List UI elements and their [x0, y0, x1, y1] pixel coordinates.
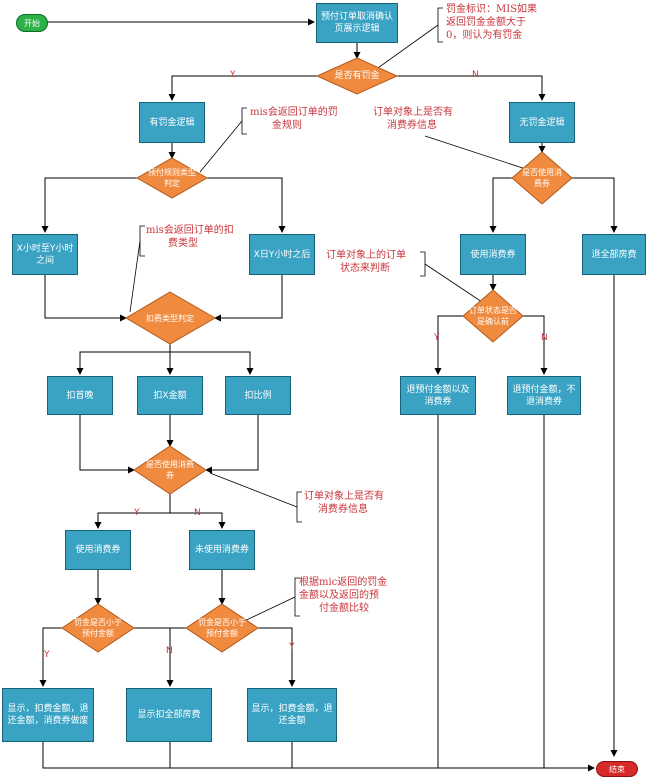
deduct-first-night-text: 扣首晚 — [66, 390, 94, 401]
show-result-b-text: 显示扣全部房费 — [137, 710, 201, 720]
not-use-coupon-text: 未使用消费券 — [194, 545, 249, 555]
refund-prepaid-no-coupon-text: 退预付金额，不退消费券 — [512, 384, 576, 407]
deduct-x-amount-box: 扣X金额 — [137, 376, 203, 415]
has-fine-decision: 是否有罚金 — [322, 66, 392, 86]
note-mis-deduct-type-line1: mis会返回订单的扣 — [146, 225, 234, 236]
start-label: 开始 — [24, 18, 40, 28]
note-fine-flag-line2: 返回罚金金额大于 — [446, 17, 526, 28]
note-mis-deduct-type-line2: 费类型 — [168, 238, 198, 249]
deduct-first-night-box: 扣首晚 — [47, 376, 113, 415]
deduct-ratio-box: 扣比例 — [225, 376, 291, 415]
yes-label-fine-right: Y — [289, 642, 295, 652]
cancel-page-logic-box: 预付订单取消确认页展示逻辑 — [316, 3, 398, 43]
note-order-state-judge-line2: 状态来判断 — [340, 263, 390, 274]
after-xy-box: X日Y小时之后 — [249, 234, 315, 275]
note-compare-line3: 付金额比较 — [319, 603, 369, 614]
note-fine-flag-line1: 罚金标识：MIS如果 — [446, 4, 538, 15]
use-coupon-left-box: 使用消费券 — [65, 530, 131, 570]
no-label-has-fine: N — [472, 70, 479, 80]
yes-label-has-fine: Y — [230, 70, 236, 80]
x-to-y-hours-text: X小时至Y小时之间 — [16, 243, 74, 266]
coupon-used-right-decision-text: 是否使用消费券 — [522, 168, 562, 188]
fine-compare-right-decision-text: 罚金是否小于预付金额 — [198, 618, 246, 638]
deduct-type-decision: 扣费类型判定 — [133, 310, 207, 326]
note-order-coupon-top-line1: 订单对象上是否有 — [373, 107, 453, 118]
no-label-coupon-mid: N — [194, 508, 201, 518]
deduct-ratio-text: 扣比例 — [244, 390, 272, 401]
note-fine-flag-line3: 0，则认为有罚金 — [446, 30, 523, 41]
show-result-a-box: 显示，扣费金额，退还金额，消费券做废 — [2, 688, 94, 742]
yes-label-coupon-mid: Y — [134, 508, 140, 518]
no-label-fine-left: N — [166, 646, 173, 656]
not-use-coupon-box: 未使用消费券 — [189, 530, 255, 570]
after-xy-text: X日Y小时之后 — [253, 249, 311, 260]
note-mis-fine-rule-line2: 金规则 — [272, 120, 302, 131]
note-compare-line1: 根据mic返回的罚金 — [299, 577, 388, 588]
note-order-coupon-top-line2: 消费券信息 — [387, 120, 437, 131]
yes-label-order-state: Y — [434, 333, 440, 343]
x-to-y-hours-box: X小时至Y小时之间 — [12, 234, 78, 275]
show-result-c-box: 显示，扣费金额，退还金额 — [247, 688, 337, 742]
has-fine-decision-text: 是否有罚金 — [334, 70, 380, 81]
note-mis-fine-rule-line1: mis会返回订单的罚 — [250, 107, 338, 118]
note-compare-line2: 金额以及返回的预 — [299, 590, 379, 601]
show-result-b-box: 显示扣全部房费 — [126, 688, 212, 742]
cancel-page-logic-text: 预付订单取消确认页展示逻辑 — [320, 12, 393, 34]
note-order-coupon-top: 订单对象上是否有 消费券信息 — [373, 106, 453, 132]
yes-label-fine-left: Y — [44, 650, 50, 660]
prepay-rule-decision: 预付规则类型判定 — [146, 166, 198, 190]
use-coupon-right-box: 使用消费券 — [460, 234, 526, 275]
fine-compare-right-decision: 罚金是否小于预付金额 — [196, 616, 248, 640]
note-order-coupon-mid: 订单对象上是否有 消费券信息 — [304, 490, 384, 516]
note-order-coupon-mid-line1: 订单对象上是否有 — [304, 491, 384, 502]
use-coupon-right-text: 使用消费券 — [470, 249, 516, 260]
fine-compare-left-decision-text: 罚金是否小于预付金额 — [74, 618, 122, 638]
refund-prepaid-coupon-text: 退预付金额以及消费券 — [406, 384, 470, 407]
coupon-used-mid-decision: 是否使用消费券 — [144, 458, 196, 482]
show-result-c-text: 显示，扣费金额，退还金额 — [251, 704, 333, 726]
refund-all-text: 退全部房费 — [591, 249, 637, 260]
order-state-decision-text: 订单状态是否是确认前 — [469, 306, 517, 326]
note-order-state-judge: 订单对象上的订单 状态来判断 — [326, 249, 406, 275]
end-terminal: 结束 — [596, 761, 638, 777]
refund-prepaid-coupon-box: 退预付金额以及消费券 — [400, 376, 476, 415]
no-fine-logic-text: 无罚金逻辑 — [519, 117, 565, 128]
prepay-rule-decision-text: 预付规则类型判定 — [148, 168, 196, 188]
deduct-type-decision-text: 扣费类型判定 — [146, 313, 194, 323]
deduct-x-amount-text: 扣X金额 — [153, 390, 187, 401]
note-mis-fine-rule: mis会返回订单的罚 金规则 — [250, 106, 338, 132]
coupon-used-mid-decision-text: 是否使用消费券 — [146, 460, 194, 480]
use-coupon-left-text: 使用消费券 — [75, 545, 121, 555]
refund-prepaid-no-coupon-box: 退预付金额，不退消费券 — [507, 376, 581, 415]
has-fine-logic-text: 有罚金逻辑 — [149, 117, 195, 128]
note-compare: 根据mic返回的罚金 金额以及返回的预 付金额比较 — [299, 576, 387, 615]
note-order-state-judge-line1: 订单对象上的订单 — [326, 250, 406, 261]
refund-all-box: 退全部房费 — [582, 234, 646, 275]
no-fine-logic-box: 无罚金逻辑 — [509, 102, 575, 143]
note-fine-flag: 罚金标识：MIS如果 返回罚金金额大于 0，则认为有罚金 — [446, 3, 537, 42]
fine-compare-left-decision: 罚金是否小于预付金额 — [72, 616, 124, 640]
has-fine-logic-box: 有罚金逻辑 — [139, 102, 205, 143]
end-label: 结束 — [609, 764, 625, 774]
no-label-order-state: N — [541, 333, 548, 343]
show-result-a-text: 显示，扣费金额，退还金额，消费券做废 — [7, 704, 89, 726]
order-state-decision: 订单状态是否是确认前 — [468, 304, 518, 328]
start-terminal: 开始 — [16, 14, 48, 32]
note-order-coupon-mid-line2: 消费券信息 — [318, 504, 368, 515]
coupon-used-right-decision: 是否使用消费券 — [521, 166, 563, 190]
note-mis-deduct-type: mis会返回订单的扣 费类型 — [146, 224, 234, 250]
